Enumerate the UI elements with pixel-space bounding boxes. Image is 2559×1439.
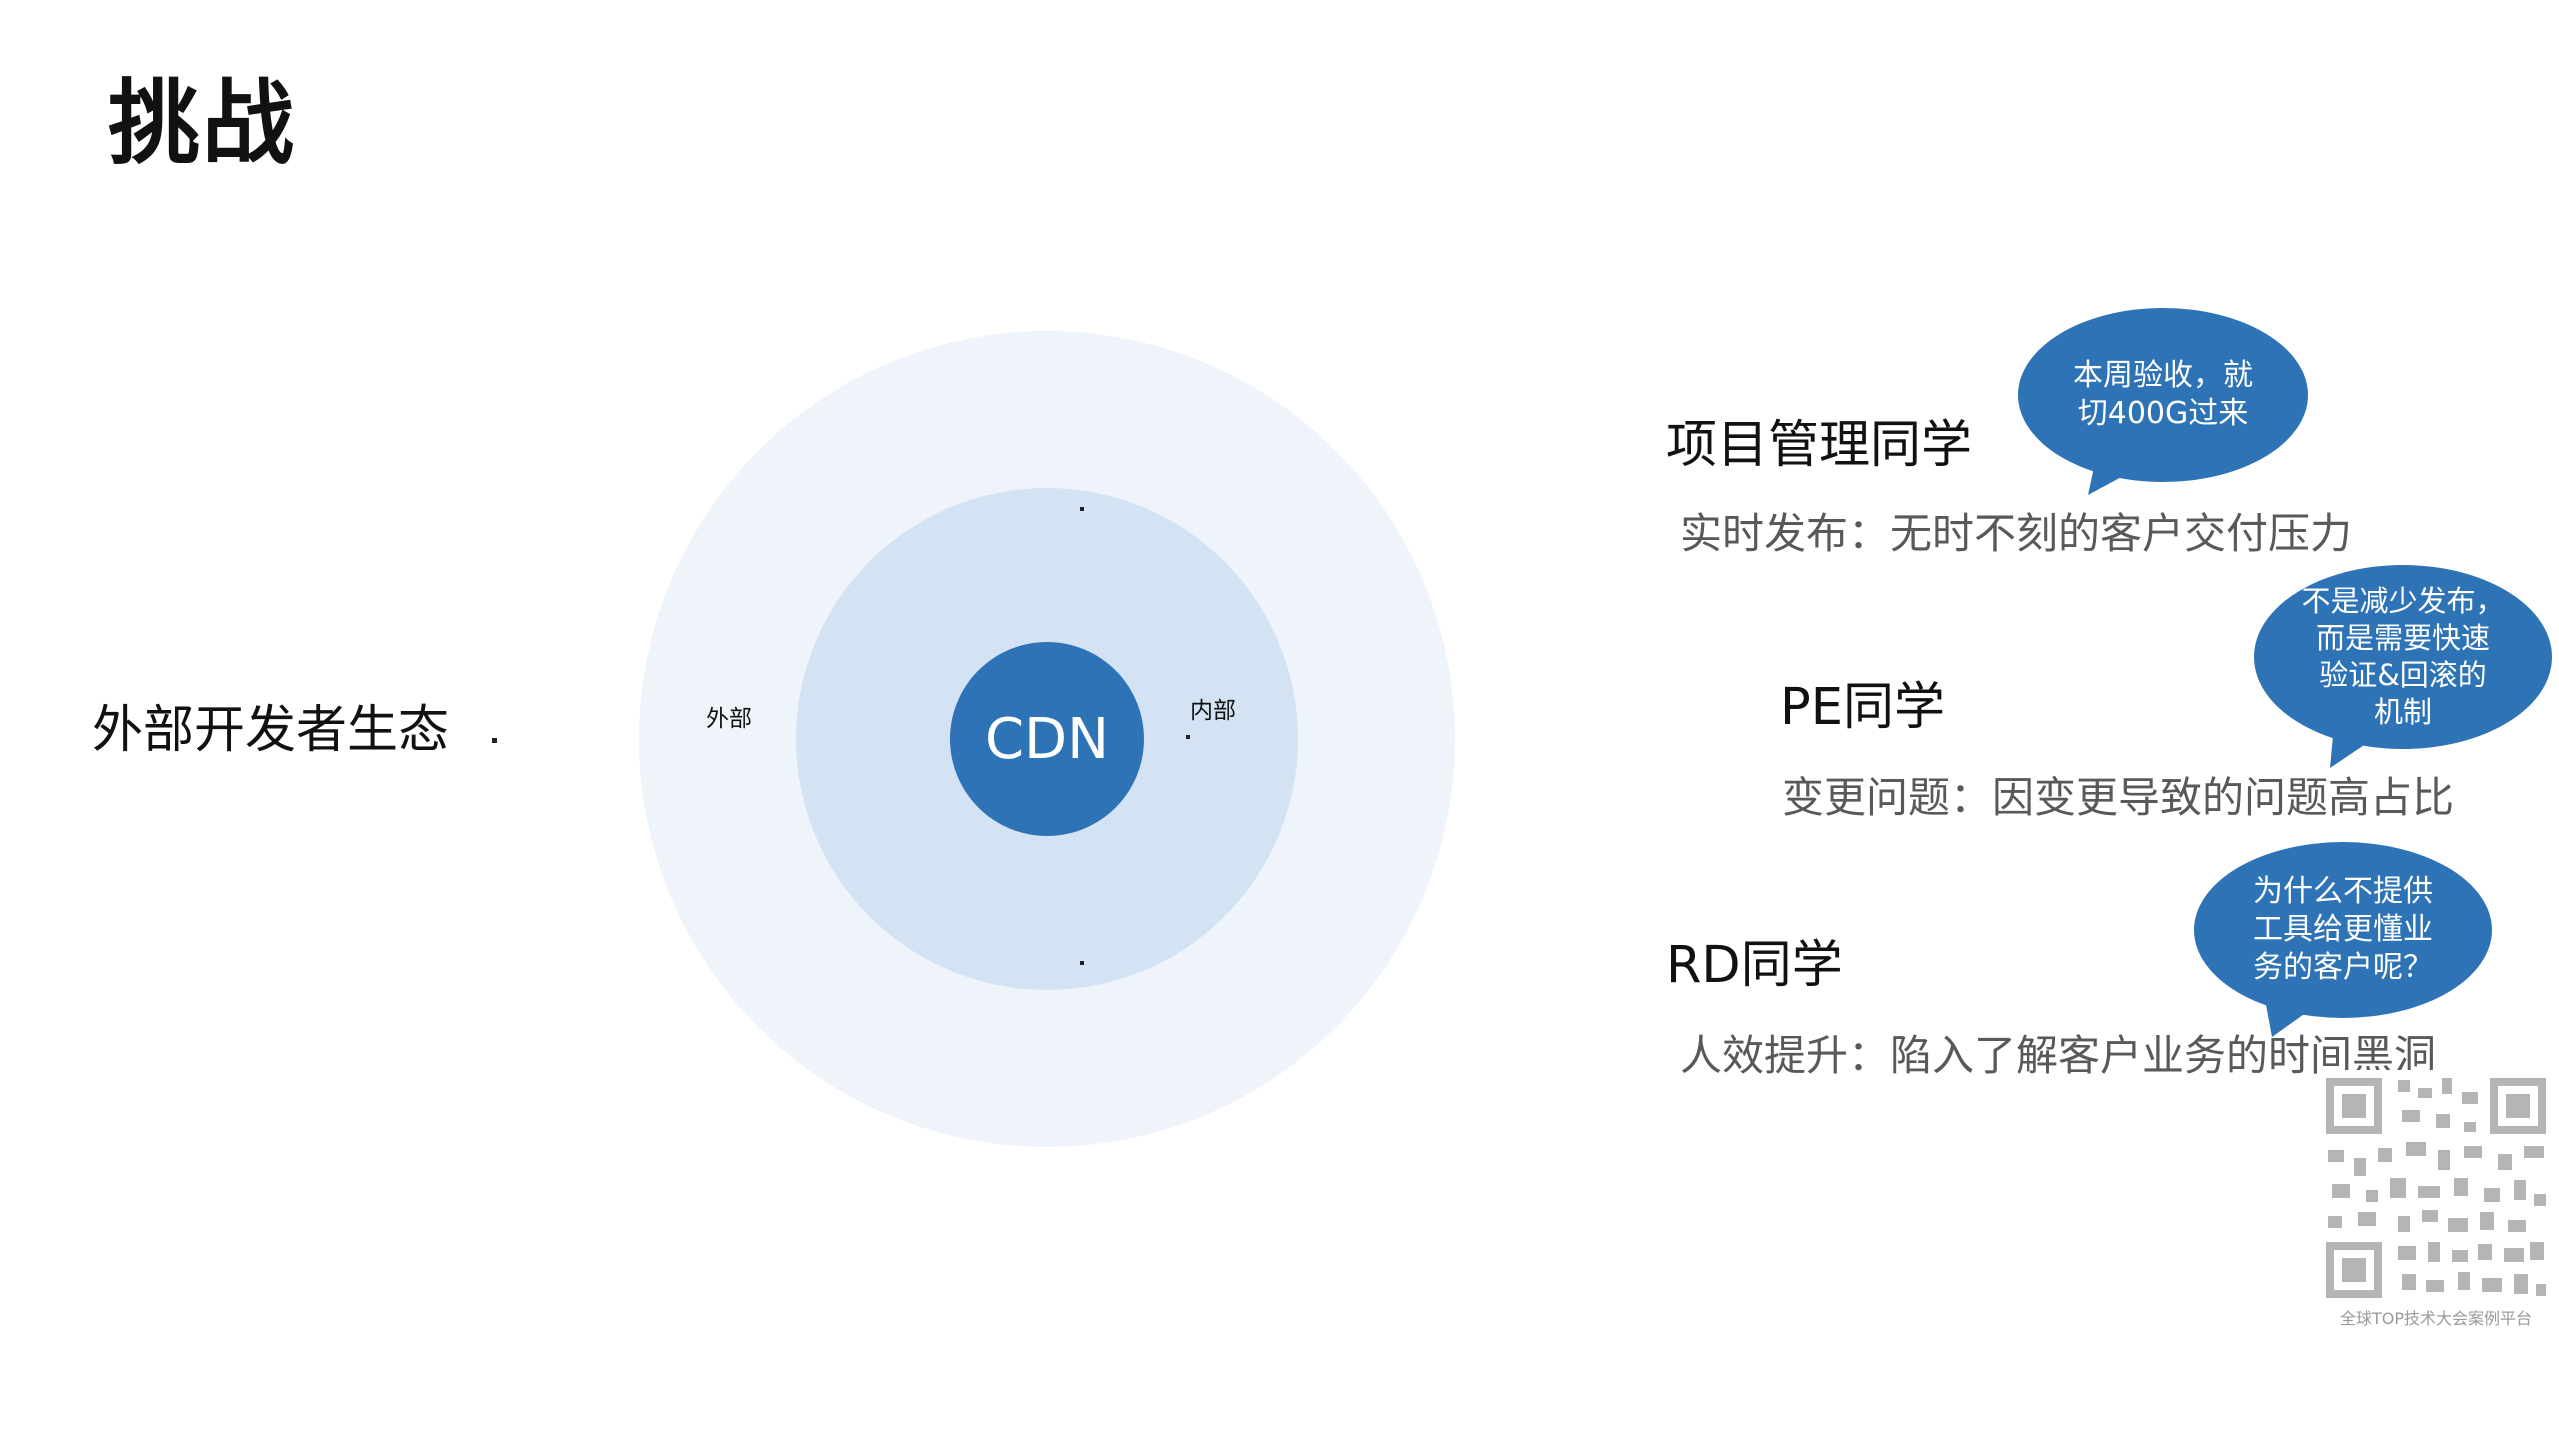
- speech-bubble-shape: [2254, 565, 2552, 768]
- role-pm-title: 项目管理同学: [1666, 416, 1973, 475]
- diagram-dot-top: [1080, 507, 1084, 511]
- bubble-rd-line-2: 工具给更懂业: [2253, 912, 2433, 947]
- role-pm-desc: 实时发布：无时不刻的客户交付压力: [1680, 509, 2353, 558]
- speech-bubble-pe: 不是减少发布， 而是需要快速 验证&回滚的 机制: [2254, 565, 2552, 770]
- role-pe-desc: 变更问题：因变更导致的问题高占比: [1782, 773, 2455, 822]
- speech-bubble-shape: [2194, 842, 2492, 1037]
- bubble-pm-line-2: 切400G过来: [2077, 396, 2249, 431]
- bubble-pe-line-4: 机制: [2373, 695, 2432, 729]
- role-pe-title: PE同学: [1780, 678, 1945, 737]
- qr-caption: 全球TOP技术大会案例平台: [2339, 1309, 2533, 1328]
- bubble-pe-line-1: 不是减少发布，: [2301, 584, 2505, 618]
- outer-ring-label: 外部: [706, 706, 752, 732]
- inner-ring-label: 内部: [1190, 698, 1236, 724]
- qr-code-icon: [2318, 1070, 2554, 1306]
- bullet-dot: [492, 738, 497, 743]
- diagram-dot-bottom: [1080, 961, 1084, 965]
- bubble-rd-line-3: 务的客户呢？: [2253, 950, 2433, 985]
- bubble-rd-line-1: 为什么不提供: [2253, 874, 2433, 909]
- cdn-label: CDN: [984, 706, 1110, 772]
- cdn-core-circle: CDN: [950, 642, 1144, 836]
- diagram-dot-right: [1186, 735, 1190, 739]
- bubble-pm-line-1: 本周验收，就: [2073, 358, 2253, 393]
- speech-bubble-pm: 本周验收，就 切400G过来: [2018, 308, 2308, 498]
- role-rd-title: RD同学: [1666, 936, 1843, 995]
- qr-code-watermark: [2318, 1070, 2554, 1330]
- bubble-pe-line-2: 而是需要快速: [2315, 621, 2490, 655]
- speech-bubble-rd: 为什么不提供 工具给更懂业 务的客户呢？: [2194, 842, 2492, 1037]
- page-title: 挑战: [108, 70, 297, 177]
- ecosystem-label: 外部开发者生态: [92, 701, 450, 760]
- bubble-pe-line-3: 验证&回滚的: [2319, 658, 2487, 692]
- speech-bubble-shape: [2018, 308, 2308, 495]
- role-rd-desc: 人效提升：陷入了解客户业务的时间黑洞: [1680, 1031, 2437, 1080]
